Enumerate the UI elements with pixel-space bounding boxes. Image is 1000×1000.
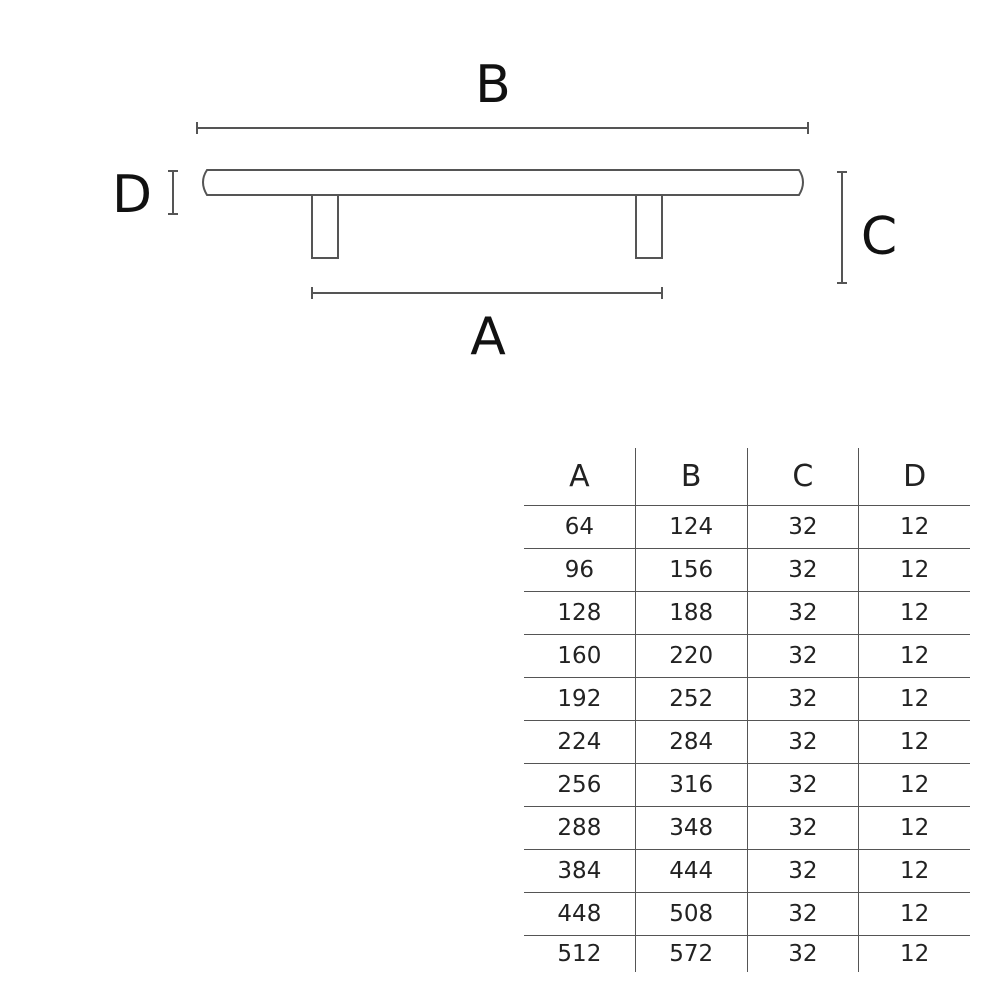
cell-d: 12 <box>858 677 970 721</box>
cell-d: 12 <box>858 548 970 592</box>
header-b: B <box>634 448 748 506</box>
cell-b: 316 <box>634 763 748 807</box>
cell-c: 32 <box>746 806 859 850</box>
cell-d: 12 <box>858 505 970 549</box>
handle-diagram: B D C A <box>112 55 897 367</box>
header-d: D <box>858 448 970 506</box>
cell-b: 252 <box>634 677 748 721</box>
cell-c: 32 <box>746 591 859 635</box>
cell-d: 12 <box>858 720 970 764</box>
dimension-c-line <box>837 171 847 284</box>
dimension-d-line <box>168 170 178 215</box>
handle-bar <box>202 169 804 196</box>
label-d: D <box>112 165 152 225</box>
cell-a: 256 <box>524 763 636 807</box>
label-b: B <box>475 55 511 115</box>
handle-post-left <box>311 194 339 259</box>
cell-a: 288 <box>524 806 636 850</box>
cell-d: 12 <box>858 935 970 972</box>
cell-c: 32 <box>746 505 859 549</box>
cell-b: 124 <box>634 505 748 549</box>
table-header-row: A B C D <box>524 448 970 506</box>
cell-a: 384 <box>524 849 636 893</box>
cell-c: 32 <box>746 677 859 721</box>
cell-b: 508 <box>634 892 748 936</box>
cell-b: 284 <box>634 720 748 764</box>
cell-a: 64 <box>524 505 636 549</box>
dimension-a-line <box>311 287 663 299</box>
handle-post-right <box>635 194 663 259</box>
cell-d: 12 <box>858 806 970 850</box>
cell-b: 444 <box>634 849 748 893</box>
cell-b: 156 <box>634 548 748 592</box>
cell-d: 12 <box>858 591 970 635</box>
cell-c: 32 <box>746 935 859 972</box>
label-c: C <box>861 207 897 267</box>
cell-c: 32 <box>746 892 859 936</box>
cell-a: 160 <box>524 634 636 678</box>
cell-d: 12 <box>858 763 970 807</box>
cell-b: 220 <box>634 634 748 678</box>
cell-a: 192 <box>524 677 636 721</box>
cell-a: 448 <box>524 892 636 936</box>
cell-c: 32 <box>746 763 859 807</box>
cell-a: 224 <box>524 720 636 764</box>
cell-c: 32 <box>746 720 859 764</box>
label-a: A <box>470 307 506 367</box>
cell-c: 32 <box>746 634 859 678</box>
dimension-b-line <box>196 122 809 134</box>
cell-a: 128 <box>524 591 636 635</box>
cell-a: 96 <box>524 548 636 592</box>
header-c: C <box>746 448 859 506</box>
header-a: A <box>524 448 636 506</box>
cell-c: 32 <box>746 548 859 592</box>
cell-c: 32 <box>746 849 859 893</box>
cell-d: 12 <box>858 634 970 678</box>
cell-d: 12 <box>858 892 970 936</box>
cell-b: 188 <box>634 591 748 635</box>
cell-a: 512 <box>557 941 602 967</box>
cell-d: 12 <box>858 849 970 893</box>
cell-b: 572 <box>634 935 748 972</box>
cell-b: 348 <box>634 806 748 850</box>
